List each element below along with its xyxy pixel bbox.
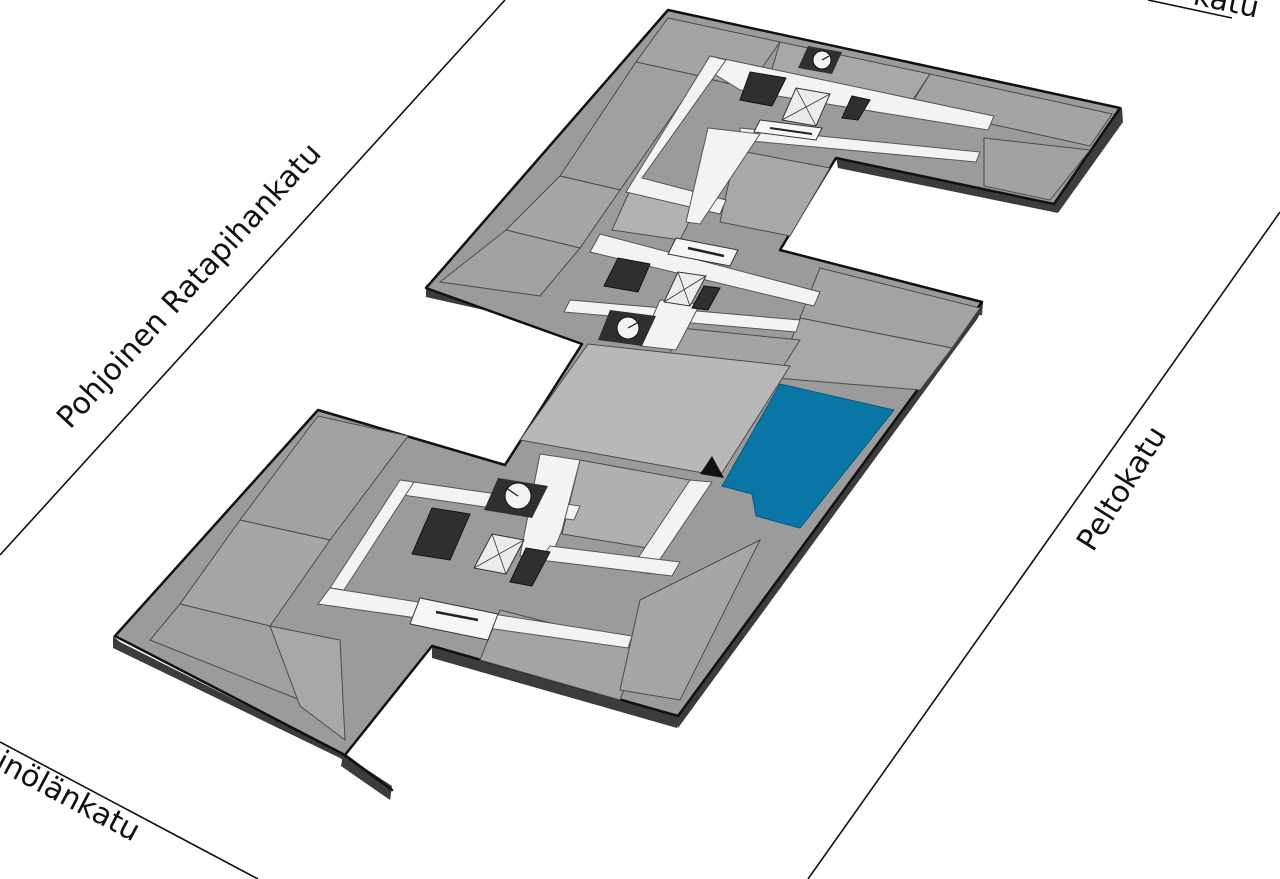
- spiral-stairs-icon: [598, 310, 656, 346]
- room: [269, 625, 346, 742]
- elevator-icon: [473, 533, 525, 575]
- service-core: [841, 95, 871, 121]
- street-label-north-east: katu: [1190, 0, 1262, 26]
- service-core: [603, 257, 651, 293]
- elevator-icon: [781, 87, 831, 127]
- street-line-east: [807, 211, 1280, 879]
- slab-side-bottom: [432, 646, 677, 728]
- slab-side-tail-end: [341, 754, 392, 800]
- street-line-south-west: [0, 741, 259, 879]
- street-label-south-west: inölänkatu: [0, 744, 146, 849]
- corridor: [589, 233, 821, 307]
- room: [719, 149, 831, 237]
- street-line-north-east: [1147, 0, 1233, 19]
- room: [619, 538, 762, 701]
- service-core: [739, 71, 787, 107]
- room: [983, 137, 1091, 201]
- street-label-north-west: Pohjoinen Ratapihankatu: [50, 136, 328, 435]
- street-line-north-west: [0, 0, 506, 556]
- slab-side-right-upper: [836, 157, 1058, 213]
- service-core: [691, 285, 721, 311]
- spiral-stairs-icon: [484, 478, 548, 518]
- corridor: [629, 479, 713, 575]
- service-core: [509, 547, 551, 587]
- service-core: [411, 507, 471, 561]
- stairs: [484, 46, 842, 518]
- slab-side-right: [672, 303, 983, 728]
- street-label-east: Peltokatu: [1070, 420, 1174, 557]
- highlighted-room[interactable]: [721, 383, 895, 529]
- corridor: [519, 453, 581, 561]
- corridor: [685, 127, 761, 225]
- elevator-icon: [663, 271, 707, 307]
- triangle-marker-icon[interactable]: [700, 456, 724, 478]
- spiral-stairs-icon: [798, 46, 842, 74]
- elevators: [473, 87, 831, 575]
- service-cores: [411, 71, 871, 587]
- room: [909, 73, 1113, 147]
- counters: [409, 119, 823, 641]
- room: [438, 229, 581, 297]
- slab-side-tail: [113, 636, 392, 800]
